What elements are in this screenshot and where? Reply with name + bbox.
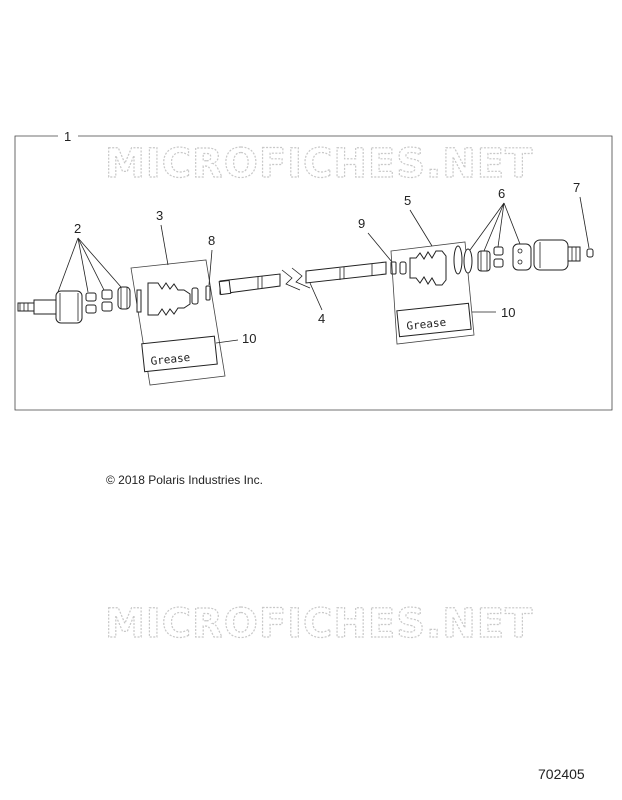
callout-5: 5 [404, 193, 411, 208]
callout-4: 4 [318, 311, 325, 326]
callout-10-inner: 10 [242, 331, 256, 346]
callout-2: 2 [74, 221, 81, 236]
callout-9: 9 [358, 216, 365, 231]
callout-3: 3 [156, 208, 163, 223]
boot-kit-outer-box [390, 241, 475, 345]
clamp-inner [205, 285, 211, 301]
copyright-text: © 2018 Polaris Industries Inc. [106, 473, 263, 487]
watermark-bottom: MICROFICHES.NET [105, 601, 533, 647]
inner-cv-joint [17, 290, 83, 324]
inner-boot [136, 282, 199, 316]
grease-packet-outer [396, 302, 472, 338]
watermark-top: MICROFICHES.NET [105, 141, 533, 187]
callout-6: 6 [498, 186, 505, 201]
grease-packet-inner [141, 335, 218, 373]
callout-7: 7 [573, 180, 580, 195]
document-number: 702405 [538, 766, 585, 782]
retaining-ring [586, 248, 594, 258]
grease-label-outer: Grease [406, 316, 447, 333]
axle-shaft [218, 261, 387, 296]
outer-boot [399, 245, 463, 286]
grease-label-inner: Grease [150, 351, 191, 368]
callout-8: 8 [208, 233, 215, 248]
callout-1: 1 [64, 129, 71, 144]
outer-joint-small-parts [463, 243, 532, 274]
inner-joint-small-parts [85, 286, 131, 314]
assembly-frame [14, 135, 613, 411]
outer-cv-housing [533, 239, 581, 271]
callout-10-outer: 10 [501, 305, 515, 320]
